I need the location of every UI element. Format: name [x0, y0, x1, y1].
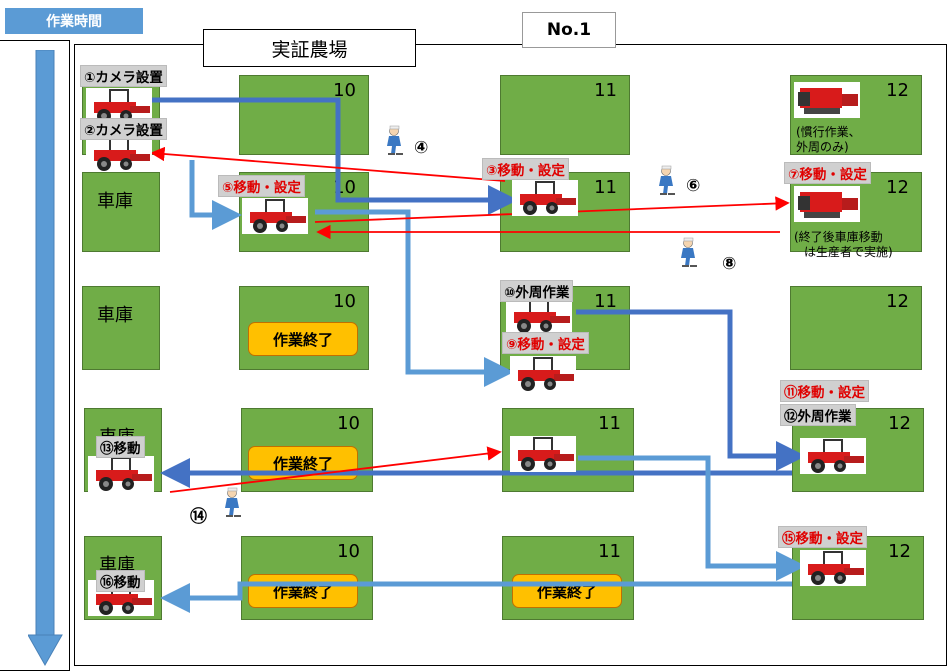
tractor-icon	[509, 435, 577, 473]
field-number: 10	[333, 80, 356, 101]
note-conventional: (慣行作業、 外周のみ)	[796, 125, 921, 155]
step-2-label: ②カメラ設置	[80, 118, 167, 140]
tractor-icon	[509, 355, 577, 393]
combine-icon	[794, 82, 860, 118]
step-15-label: ⑮移動・設定	[778, 526, 867, 548]
farm-title: 実証農場	[203, 29, 416, 67]
note-line: (慣行作業、	[796, 125, 861, 139]
note-after-work: (終了後車庫移動 は生産者で実施)	[794, 230, 926, 260]
step-1-label: ①カメラ設置	[80, 65, 167, 87]
field-number: 11	[594, 177, 617, 198]
field-number: 12	[886, 80, 909, 101]
worker-icon	[658, 165, 676, 196]
farm-frame	[74, 44, 947, 666]
field-number: 10	[333, 291, 356, 312]
step-8-label: ⑧	[722, 254, 737, 274]
tractor-icon	[241, 197, 309, 235]
step-4-label: ④	[414, 138, 429, 158]
time-arrow	[28, 50, 63, 667]
tractor-icon	[799, 437, 867, 475]
field-number: 11	[594, 80, 617, 101]
walk-4	[150, 146, 506, 182]
step-16-label: ⑯移動	[96, 570, 145, 592]
step-14-label: ⑭	[190, 507, 207, 527]
step-11-label: ⑪移動・設定	[780, 380, 869, 402]
work-done-badge: 作業終了	[512, 574, 622, 608]
walk-14	[169, 446, 502, 493]
step-13-label: ⑬移動	[96, 436, 145, 458]
step-12-label: ⑫外周作業	[780, 404, 856, 426]
field-row1-10: 10	[239, 75, 369, 155]
route-11-to-15	[578, 455, 806, 581]
route-10-to-12	[576, 309, 806, 471]
step-3-label: ③移動・設定	[482, 158, 569, 180]
garage-label: 車庫	[97, 305, 133, 326]
step-9-label: ⑨移動・設定	[502, 332, 589, 354]
field-number: 10	[337, 413, 360, 434]
tractor-icon	[85, 135, 153, 173]
field-number: 12	[886, 291, 909, 312]
tractor-icon	[511, 179, 579, 217]
route-2-to-5	[189, 160, 242, 230]
note-line: 外周のみ)	[796, 140, 849, 154]
time-axis-label: 作業時間	[5, 8, 143, 34]
garage-row2: 車庫	[82, 172, 160, 252]
work-done-badge: 作業終了	[248, 574, 358, 608]
note-line: は生産者で実施)	[804, 245, 893, 259]
field-number: 11	[598, 541, 621, 562]
step-10-label: ⑩外周作業	[500, 280, 574, 302]
route-1-to-3	[152, 97, 518, 215]
garage-row3: 車庫	[82, 286, 160, 370]
route-15-to-16	[160, 581, 792, 613]
tractor-icon	[87, 455, 155, 493]
worker-icon	[680, 237, 698, 268]
work-done-badge: 作業終了	[248, 322, 358, 356]
field-number: 11	[598, 413, 621, 434]
worker-icon	[224, 487, 242, 518]
note-line: (終了後車庫移動	[794, 230, 883, 244]
field-number: 10	[337, 541, 360, 562]
combine-icon	[794, 186, 860, 222]
garage-label: 車庫	[97, 191, 133, 212]
worker-icon	[386, 125, 404, 156]
step-7-label: ⑦移動・設定	[784, 162, 871, 184]
tractor-icon	[505, 297, 573, 335]
step-5-label: ⑤移動・設定	[218, 175, 305, 197]
field-number: 12	[888, 541, 911, 562]
route-5-to-9	[315, 209, 514, 387]
field-row1-11: 11	[500, 75, 630, 155]
tractor-icon	[799, 549, 867, 587]
step-6-label: ⑥	[686, 176, 701, 196]
field-number: 11	[594, 291, 617, 312]
field-number: 12	[888, 413, 911, 434]
field-row3-12: 12	[790, 286, 922, 370]
plan-number: No.1	[522, 12, 616, 48]
field-number: 12	[886, 177, 909, 198]
